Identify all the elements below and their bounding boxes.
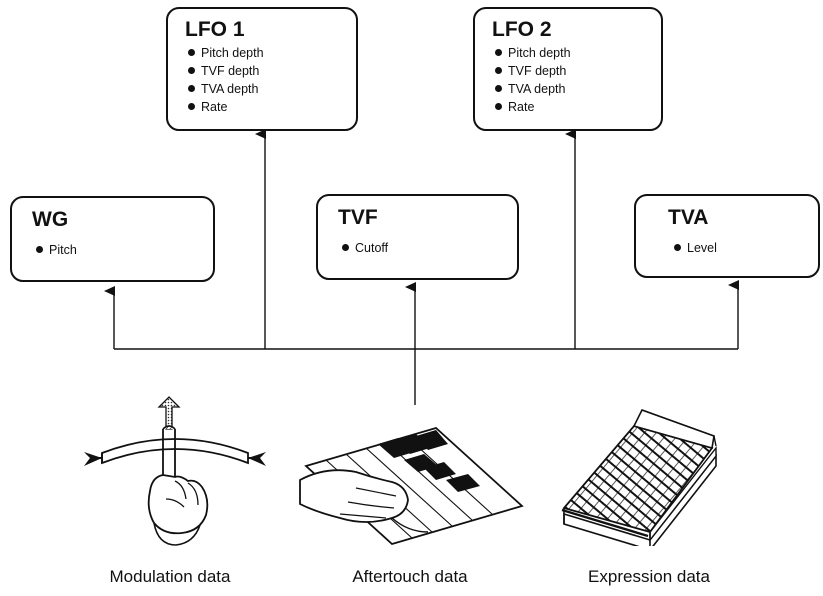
bullet-icon — [188, 49, 195, 56]
bullet-icon — [342, 244, 349, 251]
aftertouch-caption: Aftertouch data — [352, 567, 468, 586]
lfo2-box: LFO 2 Pitch depth TVF depth TVA depth Ra… — [473, 7, 663, 131]
lfo1-title: LFO 1 — [185, 18, 245, 41]
bullet-icon — [188, 85, 195, 92]
list-item: Level — [674, 239, 717, 257]
lfo2-params: Pitch depth TVF depth TVA depth Rate — [495, 44, 571, 116]
list-item: TVF depth — [495, 62, 571, 80]
modulation-caption: Modulation data — [109, 567, 231, 586]
expression-caption: Expression data — [588, 567, 710, 586]
tvf-params: Cutoff — [342, 239, 388, 257]
list-item: Cutoff — [342, 239, 388, 257]
bullet-icon — [495, 67, 502, 74]
lfo1-box: LFO 1 Pitch depth TVF depth TVA depth Ra… — [166, 7, 358, 131]
bullet-icon — [495, 85, 502, 92]
lfo1-params: Pitch depth TVF depth TVA depth Rate — [188, 44, 264, 116]
list-item: TVA depth — [495, 80, 571, 98]
bullet-icon — [188, 67, 195, 74]
bullet-icon — [495, 49, 502, 56]
keyboard-hand-icon — [299, 426, 524, 546]
lfo2-title: LFO 2 — [492, 18, 552, 41]
list-item: Pitch — [36, 241, 77, 259]
tva-params: Level — [674, 239, 717, 257]
tva-box: TVA Level — [634, 194, 820, 278]
tva-title: TVA — [668, 206, 709, 229]
bullet-icon — [188, 103, 195, 110]
bullet-icon — [495, 103, 502, 110]
list-item: Rate — [495, 98, 571, 116]
tvf-box: TVF Cutoff — [316, 194, 519, 280]
list-item: Pitch depth — [495, 44, 571, 62]
bullet-icon — [36, 246, 43, 253]
wg-title: WG — [32, 208, 69, 231]
bullet-icon — [674, 244, 681, 251]
list-item: Pitch depth — [188, 44, 264, 62]
list-item: TVF depth — [188, 62, 264, 80]
wg-params: Pitch — [36, 241, 77, 259]
list-item: TVA depth — [188, 80, 264, 98]
wg-box: WG Pitch — [10, 196, 215, 282]
tvf-title: TVF — [338, 206, 378, 229]
list-item: Rate — [188, 98, 264, 116]
modulation-wheel-hand-icon — [84, 396, 266, 546]
expression-pedal-icon — [561, 409, 717, 546]
